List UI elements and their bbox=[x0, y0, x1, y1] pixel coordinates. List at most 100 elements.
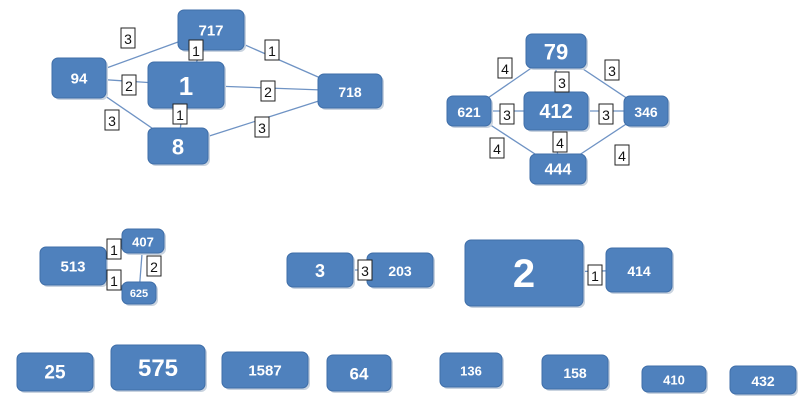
node-box bbox=[464, 239, 584, 307]
node-box bbox=[221, 351, 309, 389]
node-513[interactable]: 513 bbox=[39, 246, 108, 287]
weight-box bbox=[587, 264, 603, 286]
node-label: 412 bbox=[539, 101, 572, 123]
weight-79-412: 3 bbox=[554, 71, 570, 93]
node-box bbox=[147, 127, 209, 165]
node-25[interactable]: 25 bbox=[16, 352, 95, 393]
weight-box bbox=[499, 103, 515, 125]
weight-box bbox=[106, 269, 122, 291]
node-414[interactable]: 414 bbox=[605, 247, 674, 294]
weight-label: 2 bbox=[264, 84, 272, 100]
weight-2-414: 1 bbox=[587, 264, 603, 286]
node-box bbox=[729, 365, 797, 395]
weight-label: 3 bbox=[602, 107, 610, 123]
node-label: 1 bbox=[179, 71, 193, 101]
weight-label: 3 bbox=[608, 63, 616, 79]
node-2[interactable]: 2 bbox=[464, 239, 585, 308]
node-label: 94 bbox=[71, 71, 88, 88]
node-203[interactable]: 203 bbox=[366, 252, 435, 289]
weight-label: 4 bbox=[501, 61, 509, 77]
node-box bbox=[439, 352, 503, 388]
node-444[interactable]: 444 bbox=[529, 153, 588, 186]
node-box bbox=[286, 252, 354, 288]
node-1587[interactable]: 1587 bbox=[221, 351, 310, 390]
node-407[interactable]: 407 bbox=[121, 228, 166, 255]
node-box bbox=[51, 57, 107, 99]
weight-box bbox=[172, 103, 188, 125]
node-label: 575 bbox=[138, 355, 178, 382]
node-432[interactable]: 432 bbox=[729, 365, 798, 396]
node-410[interactable]: 410 bbox=[641, 365, 708, 394]
node-box bbox=[446, 95, 492, 127]
weight-label: 4 bbox=[493, 141, 501, 157]
node-label: 136 bbox=[460, 364, 482, 379]
node-346[interactable]: 346 bbox=[623, 95, 670, 128]
node-box bbox=[605, 247, 673, 293]
weight-box bbox=[254, 116, 270, 138]
node-621[interactable]: 621 bbox=[446, 95, 493, 128]
node-box bbox=[121, 281, 157, 305]
weight-box bbox=[497, 57, 513, 79]
weight-label: 2 bbox=[150, 259, 158, 275]
weight-1-718: 2 bbox=[260, 80, 276, 102]
weight-box bbox=[121, 74, 137, 96]
node-label: 444 bbox=[545, 162, 572, 179]
node-label: 717 bbox=[198, 23, 223, 40]
weight-box bbox=[598, 103, 614, 125]
weight-box bbox=[604, 59, 620, 81]
node-label: 158 bbox=[563, 365, 587, 381]
weight-3-203: 3 bbox=[357, 259, 373, 281]
weight-box bbox=[260, 80, 276, 102]
node-1[interactable]: 1 bbox=[147, 61, 226, 110]
node-79[interactable]: 79 bbox=[525, 33, 588, 70]
node-94[interactable]: 94 bbox=[51, 57, 108, 100]
node-412[interactable]: 412 bbox=[523, 91, 590, 132]
weight-label: 1 bbox=[176, 107, 184, 123]
weight-79-346: 3 bbox=[604, 59, 620, 81]
node-label: 513 bbox=[60, 259, 85, 276]
node-label: 410 bbox=[663, 373, 685, 388]
node-box bbox=[16, 352, 94, 392]
weight-box bbox=[106, 238, 122, 260]
node-box bbox=[541, 354, 609, 390]
weight-label: 4 bbox=[618, 148, 626, 164]
node-718[interactable]: 718 bbox=[317, 73, 384, 110]
node-label: 25 bbox=[44, 363, 66, 384]
weight-label: 1 bbox=[110, 242, 118, 258]
weight-94-717: 3 bbox=[120, 27, 136, 49]
node-575[interactable]: 575 bbox=[110, 344, 207, 392]
node-64[interactable]: 64 bbox=[326, 354, 393, 393]
node-136[interactable]: 136 bbox=[439, 352, 504, 389]
node-8[interactable]: 8 bbox=[147, 127, 210, 166]
node-box bbox=[110, 344, 206, 391]
weight-label: 4 bbox=[556, 135, 564, 151]
weight-label: 1 bbox=[110, 273, 118, 289]
node-625[interactable]: 625 bbox=[121, 281, 158, 306]
node-158[interactable]: 158 bbox=[541, 354, 610, 391]
weight-box bbox=[146, 255, 162, 277]
weight-box bbox=[104, 109, 120, 131]
weight-box bbox=[489, 137, 505, 159]
weight-box bbox=[264, 39, 280, 61]
weight-717-1: 1 bbox=[188, 39, 204, 61]
weight-box bbox=[188, 39, 204, 61]
node-label: 407 bbox=[132, 235, 154, 250]
weight-79-621: 4 bbox=[497, 57, 513, 79]
node-label: 625 bbox=[130, 288, 148, 300]
node-label: 346 bbox=[634, 104, 658, 120]
node-box bbox=[121, 228, 165, 254]
node-label: 8 bbox=[172, 135, 184, 160]
weight-513-407: 1 bbox=[106, 238, 122, 260]
node-3[interactable]: 3 bbox=[286, 252, 355, 289]
weight-8-718: 3 bbox=[254, 116, 270, 138]
weight-label: 2 bbox=[125, 78, 133, 94]
node-717[interactable]: 717 bbox=[177, 9, 246, 52]
weight-box bbox=[552, 131, 568, 153]
weight-621-412: 3 bbox=[499, 103, 515, 125]
node-box bbox=[641, 365, 707, 393]
node-label: 432 bbox=[751, 373, 775, 389]
node-label: 64 bbox=[350, 365, 369, 384]
weight-412-444: 4 bbox=[552, 131, 568, 153]
